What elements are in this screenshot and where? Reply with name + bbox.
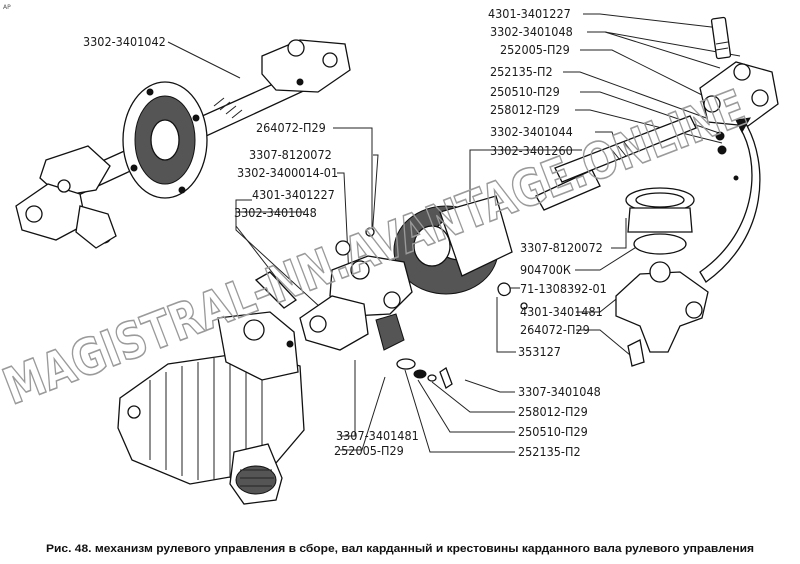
callout-label: 250510-П29 <box>490 84 560 99</box>
callout-label: 4301-3401481 <box>520 304 603 319</box>
callout-label: 3302-3401044 <box>490 124 573 139</box>
part-upper-right-cross-yoke <box>699 16 779 181</box>
callout-label: 3307-3401048 <box>518 384 601 399</box>
figure-caption: Рис. 48. механизм рулевого управления в … <box>46 543 754 555</box>
callout-label: 4301-3401227 <box>252 187 335 202</box>
callout-label: 3307-3401481 <box>336 428 419 443</box>
callout-label: 250510-П29 <box>518 424 588 439</box>
callout-label: 3307-8120072 <box>520 240 603 255</box>
callout-label: 3302-3401048 <box>490 24 573 39</box>
callout-label: 252135-П2 <box>490 64 553 79</box>
callout-label: 3302-3401042 <box>83 34 166 49</box>
part-steering-gearbox <box>117 311 305 505</box>
part-middle-shaft-and-boot <box>393 115 697 295</box>
part-right-cross-and-ring <box>615 117 761 367</box>
callout-label: 71-1308392-01 <box>520 281 607 296</box>
callout-label: 4301-3401227 <box>488 6 571 21</box>
callout-label: 3302-3401048 <box>234 205 317 220</box>
callout-label: 258012-П29 <box>518 404 588 419</box>
callout-label: 258012-П29 <box>490 102 560 117</box>
callout-label: 264072-П29 <box>256 120 326 135</box>
callout-label: 252135-П2 <box>518 444 581 459</box>
callout-label: 264072-П29 <box>520 322 590 337</box>
part-upper-shaft-assembly <box>15 39 351 249</box>
callout-labels: 3302-3401042 264072-П29 3307-8120072 330… <box>83 6 607 459</box>
callout-label: 252005-П29 <box>334 443 404 458</box>
callout-label: 904700К <box>520 262 571 277</box>
corner-mark: АР <box>3 4 11 11</box>
callout-label: 3302-3401260 <box>490 143 573 158</box>
part-center-cardan-cross <box>254 227 528 389</box>
callout-label: 252005-П29 <box>500 42 570 57</box>
callout-label: 3302-3400014-01 <box>237 165 338 180</box>
callout-label: 353127 <box>518 344 561 359</box>
callout-label: 3307-8120072 <box>249 147 332 162</box>
